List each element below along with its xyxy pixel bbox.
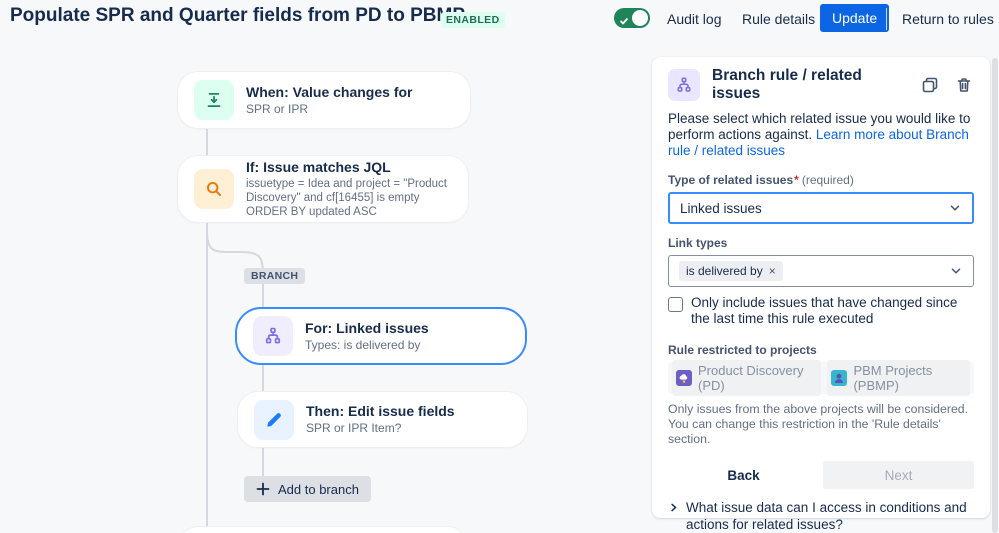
project-name: PBM Projects (PBMP) bbox=[853, 363, 933, 393]
required-hint: (required) bbox=[801, 173, 854, 187]
node-title: For: Linked issues bbox=[305, 319, 429, 336]
description-text: Please select which related issue you wo… bbox=[668, 111, 971, 142]
node-subtitle: SPR or IPR bbox=[246, 101, 309, 116]
branch-label: BRANCH bbox=[244, 268, 306, 284]
copy-icon bbox=[920, 75, 940, 95]
node-title: Then: Edit issue fields bbox=[306, 403, 455, 419]
plus-icon bbox=[256, 482, 270, 496]
pencil-icon bbox=[254, 399, 294, 440]
header-divider bbox=[886, 8, 887, 30]
project-name: Product Discovery (PD) bbox=[698, 363, 804, 393]
check-icon bbox=[619, 13, 629, 31]
project-chip-pd: Product Discovery (PD) bbox=[672, 360, 822, 396]
duplicate-button[interactable] bbox=[920, 75, 940, 95]
toggle-knob bbox=[632, 10, 648, 26]
audit-log-link[interactable]: Audit log bbox=[667, 11, 722, 27]
product-discovery-project-icon bbox=[676, 370, 692, 386]
next-component-card[interactable] bbox=[180, 527, 466, 533]
search-icon bbox=[194, 169, 234, 209]
panel-title: Branch rule / related issues bbox=[712, 67, 862, 102]
branch-rule-config-panel: Branch rule / related issues bbox=[652, 57, 990, 532]
only-changed-issues-row: Only include issues that have changed si… bbox=[668, 295, 974, 327]
back-button[interactable]: Back bbox=[668, 461, 819, 489]
add-to-branch-button[interactable]: Add to branch bbox=[244, 476, 371, 502]
project-chip-pbmp: PBM Projects (PBMP) bbox=[827, 360, 970, 396]
selected-value: Linked issues bbox=[680, 200, 762, 216]
branch-node-for-linked-issues[interactable]: For: Linked issues Types: is delivered b… bbox=[235, 307, 527, 365]
pbm-projects-project-icon bbox=[831, 370, 848, 386]
type-of-related-issues-label: Type of related issues*(required) bbox=[668, 173, 974, 188]
link-types-select[interactable]: is delivered by × bbox=[668, 255, 974, 287]
node-subtitle: SPR or IPR Item? bbox=[306, 421, 402, 435]
remove-icon[interactable]: × bbox=[768, 264, 776, 278]
update-button[interactable]: Update bbox=[820, 4, 890, 32]
delete-button[interactable] bbox=[954, 75, 974, 95]
rule-restricted-projects-label: Rule restricted to projects bbox=[668, 343, 817, 357]
action-node-then-edit[interactable]: Then: Edit issue fields SPR or IPR Item? bbox=[238, 392, 527, 447]
scrollbar[interactable] bbox=[992, 58, 998, 533]
faq-question: What issue data can I access in conditio… bbox=[686, 500, 967, 532]
value-changes-icon bbox=[194, 80, 234, 120]
page-title: Populate SPR and Quarter fields from PD … bbox=[10, 5, 466, 26]
chevron-down-icon bbox=[949, 264, 963, 278]
label-text: Type of related issues bbox=[668, 173, 794, 187]
status-badge: ENABLED bbox=[441, 12, 505, 28]
add-to-branch-label: Add to branch bbox=[278, 481, 359, 497]
panel-description: Please select which related issue you wo… bbox=[668, 111, 974, 159]
node-title: If: Issue matches JQL bbox=[246, 159, 391, 175]
type-of-related-issues-select[interactable]: Linked issues bbox=[668, 192, 974, 224]
rule-enabled-toggle[interactable] bbox=[614, 8, 650, 28]
restricted-projects-field: Product Discovery (PD) PBM Projects (PBM… bbox=[668, 360, 974, 396]
rule-details-link[interactable]: Rule details bbox=[742, 11, 816, 27]
branch-icon bbox=[668, 69, 700, 101]
node-subtitle: Types: is delivered by bbox=[305, 337, 421, 352]
link-types-label: Link types bbox=[668, 236, 728, 250]
return-to-rules-link[interactable]: Return to rules bbox=[902, 11, 994, 27]
node-title: When: Value changes for bbox=[246, 83, 413, 100]
condition-node-if-jql[interactable]: If: Issue matches JQL issuetype = Idea a… bbox=[178, 156, 468, 222]
projects-note: Only issues from the above projects will… bbox=[668, 402, 969, 446]
chevron-down-icon bbox=[948, 201, 962, 215]
learn-more-link[interactable]: Learn more about Branch rule / related i… bbox=[668, 127, 969, 158]
required-asterisk: * bbox=[794, 173, 799, 187]
node-subtitle: issuetype = Idea and project = "Product … bbox=[246, 178, 447, 218]
link-type-chip: is delivered by × bbox=[679, 261, 783, 281]
trigger-node-when[interactable]: When: Value changes for SPR or IPR bbox=[178, 72, 470, 128]
branch-icon bbox=[253, 316, 293, 356]
checkbox-label: Only include issues that have changed si… bbox=[691, 295, 958, 326]
next-button[interactable]: Next bbox=[823, 461, 974, 489]
faq-expander[interactable]: What issue data can I access in conditio… bbox=[668, 499, 974, 533]
trash-icon bbox=[954, 75, 974, 95]
chevron-right-icon bbox=[668, 499, 679, 513]
only-changed-issues-checkbox[interactable] bbox=[668, 297, 683, 312]
chip-label: is delivered by bbox=[686, 264, 763, 278]
